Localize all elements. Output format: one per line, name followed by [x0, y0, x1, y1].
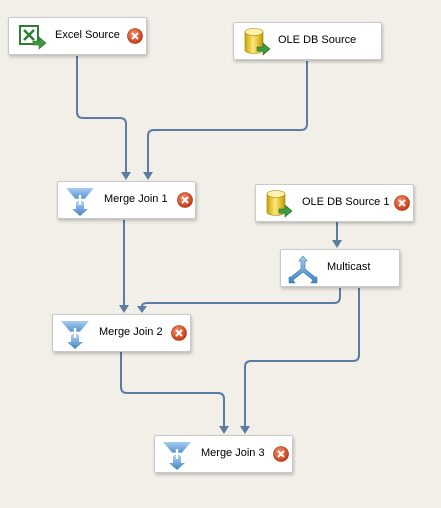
merge-join-icon — [163, 442, 191, 470]
merge-join-icon — [66, 188, 94, 216]
merge-join-3-component[interactable]: Merge Join 3 — [154, 435, 293, 473]
oledb-source-1-component[interactable]: OLE DB Source 1 — [255, 184, 414, 222]
component-label: OLE DB Source — [278, 34, 357, 46]
oledb-source-component[interactable]: OLE DB Source — [233, 22, 382, 60]
error-x-icon[interactable] — [177, 192, 193, 208]
merge-join-1-component[interactable]: Merge Join 1 — [57, 181, 196, 219]
merge-join-2-component[interactable]: Merge Join 2 — [52, 314, 191, 352]
database-cylinder-icon — [244, 28, 271, 56]
excel-source-icon — [19, 25, 47, 50]
multicast-icon — [288, 255, 318, 284]
path-multicast-to-mj2[interactable] — [137, 288, 341, 313]
component-label: Merge Join 2 — [99, 326, 163, 338]
error-x-icon[interactable] — [394, 195, 410, 211]
merge-join-icon — [61, 321, 89, 349]
database-cylinder-icon — [266, 190, 293, 218]
path-mj1-to-mj2[interactable] — [119, 220, 129, 313]
excel-source-component[interactable]: Excel Source — [8, 17, 147, 55]
path-oledb1-to-multicast[interactable] — [332, 222, 342, 248]
path-excel-to-mj1[interactable] — [76, 56, 131, 180]
error-x-icon[interactable] — [127, 28, 143, 44]
path-oledb-to-mj1[interactable] — [143, 61, 308, 180]
error-x-icon[interactable] — [273, 446, 289, 462]
path-multicast-to-mj3[interactable] — [240, 288, 360, 434]
component-label: Excel Source — [55, 29, 120, 41]
component-label: Merge Join 1 — [104, 193, 168, 205]
component-label: Merge Join 3 — [201, 447, 265, 459]
component-label: Multicast — [327, 261, 371, 273]
error-x-icon[interactable] — [171, 325, 187, 341]
multicast-component[interactable]: Multicast — [280, 249, 400, 287]
path-mj2-to-mj3[interactable] — [120, 352, 229, 434]
component-label: OLE DB Source 1 — [302, 196, 390, 208]
